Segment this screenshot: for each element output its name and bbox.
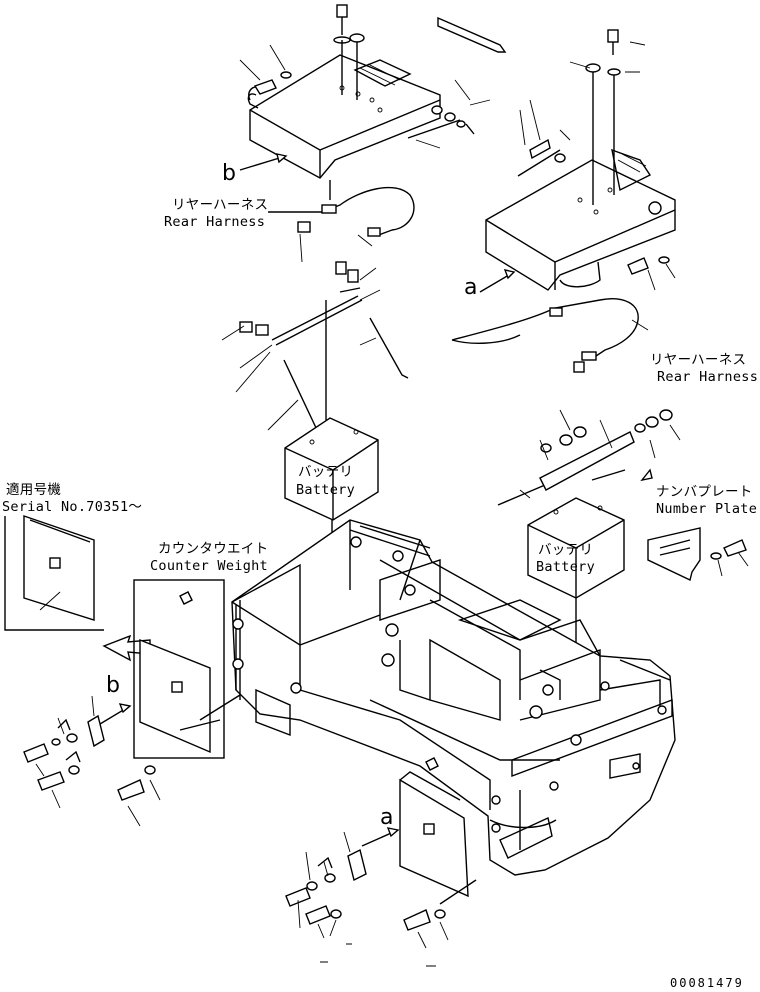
rear-harness-right bbox=[451, 298, 649, 373]
battery-clamp-right bbox=[497, 409, 681, 506]
rear-harness-right-en: Rear Harness bbox=[657, 369, 759, 385]
counterweight-body bbox=[231, 519, 676, 876]
serial-inset bbox=[4, 515, 104, 631]
battery-clamp-left bbox=[221, 261, 409, 437]
drawing-number: 00081479 bbox=[670, 976, 744, 990]
number-plate-jp: ナンバプレート bbox=[656, 484, 753, 500]
battery-cover-right bbox=[485, 148, 676, 291]
battery-cover-left bbox=[247, 54, 441, 179]
rear-harness-top bbox=[268, 180, 415, 263]
serial-jp: 適用号機 bbox=[6, 482, 62, 498]
bolts-bottom bbox=[285, 831, 449, 967]
bolts-left bbox=[23, 695, 161, 827]
battery-right-en: Battery bbox=[536, 559, 595, 575]
rear-harness-top-jp: リヤーハーネス bbox=[172, 197, 269, 213]
ref-a-bottom: a bbox=[380, 805, 394, 830]
number-plate-en: Number Plate bbox=[656, 501, 758, 517]
rear-harness-top-en: Rear Harness bbox=[164, 214, 266, 230]
number-plate bbox=[647, 527, 749, 581]
ref-b-top: b bbox=[222, 161, 237, 186]
serial-en: Serial No.70351～ bbox=[2, 499, 143, 515]
counter-weight-cover-left bbox=[133, 579, 361, 759]
counter-weight-cover-bottom bbox=[399, 757, 477, 905]
battery-left-jp: バッテリ bbox=[298, 464, 354, 480]
rear-harness-right-jp: リヤーハーネス bbox=[650, 352, 747, 368]
counter-weight-jp: カウンタウエイト bbox=[158, 541, 269, 557]
battery-right-jp: バッテリ bbox=[538, 542, 594, 558]
counter-weight-en: Counter Weight bbox=[150, 558, 268, 574]
ref-b-left: b bbox=[106, 673, 121, 698]
bolts-top-right bbox=[517, 29, 676, 291]
ref-a-mid: a bbox=[464, 275, 478, 300]
bolts-top-left bbox=[239, 4, 507, 149]
battery-left-en: Battery bbox=[296, 482, 355, 498]
